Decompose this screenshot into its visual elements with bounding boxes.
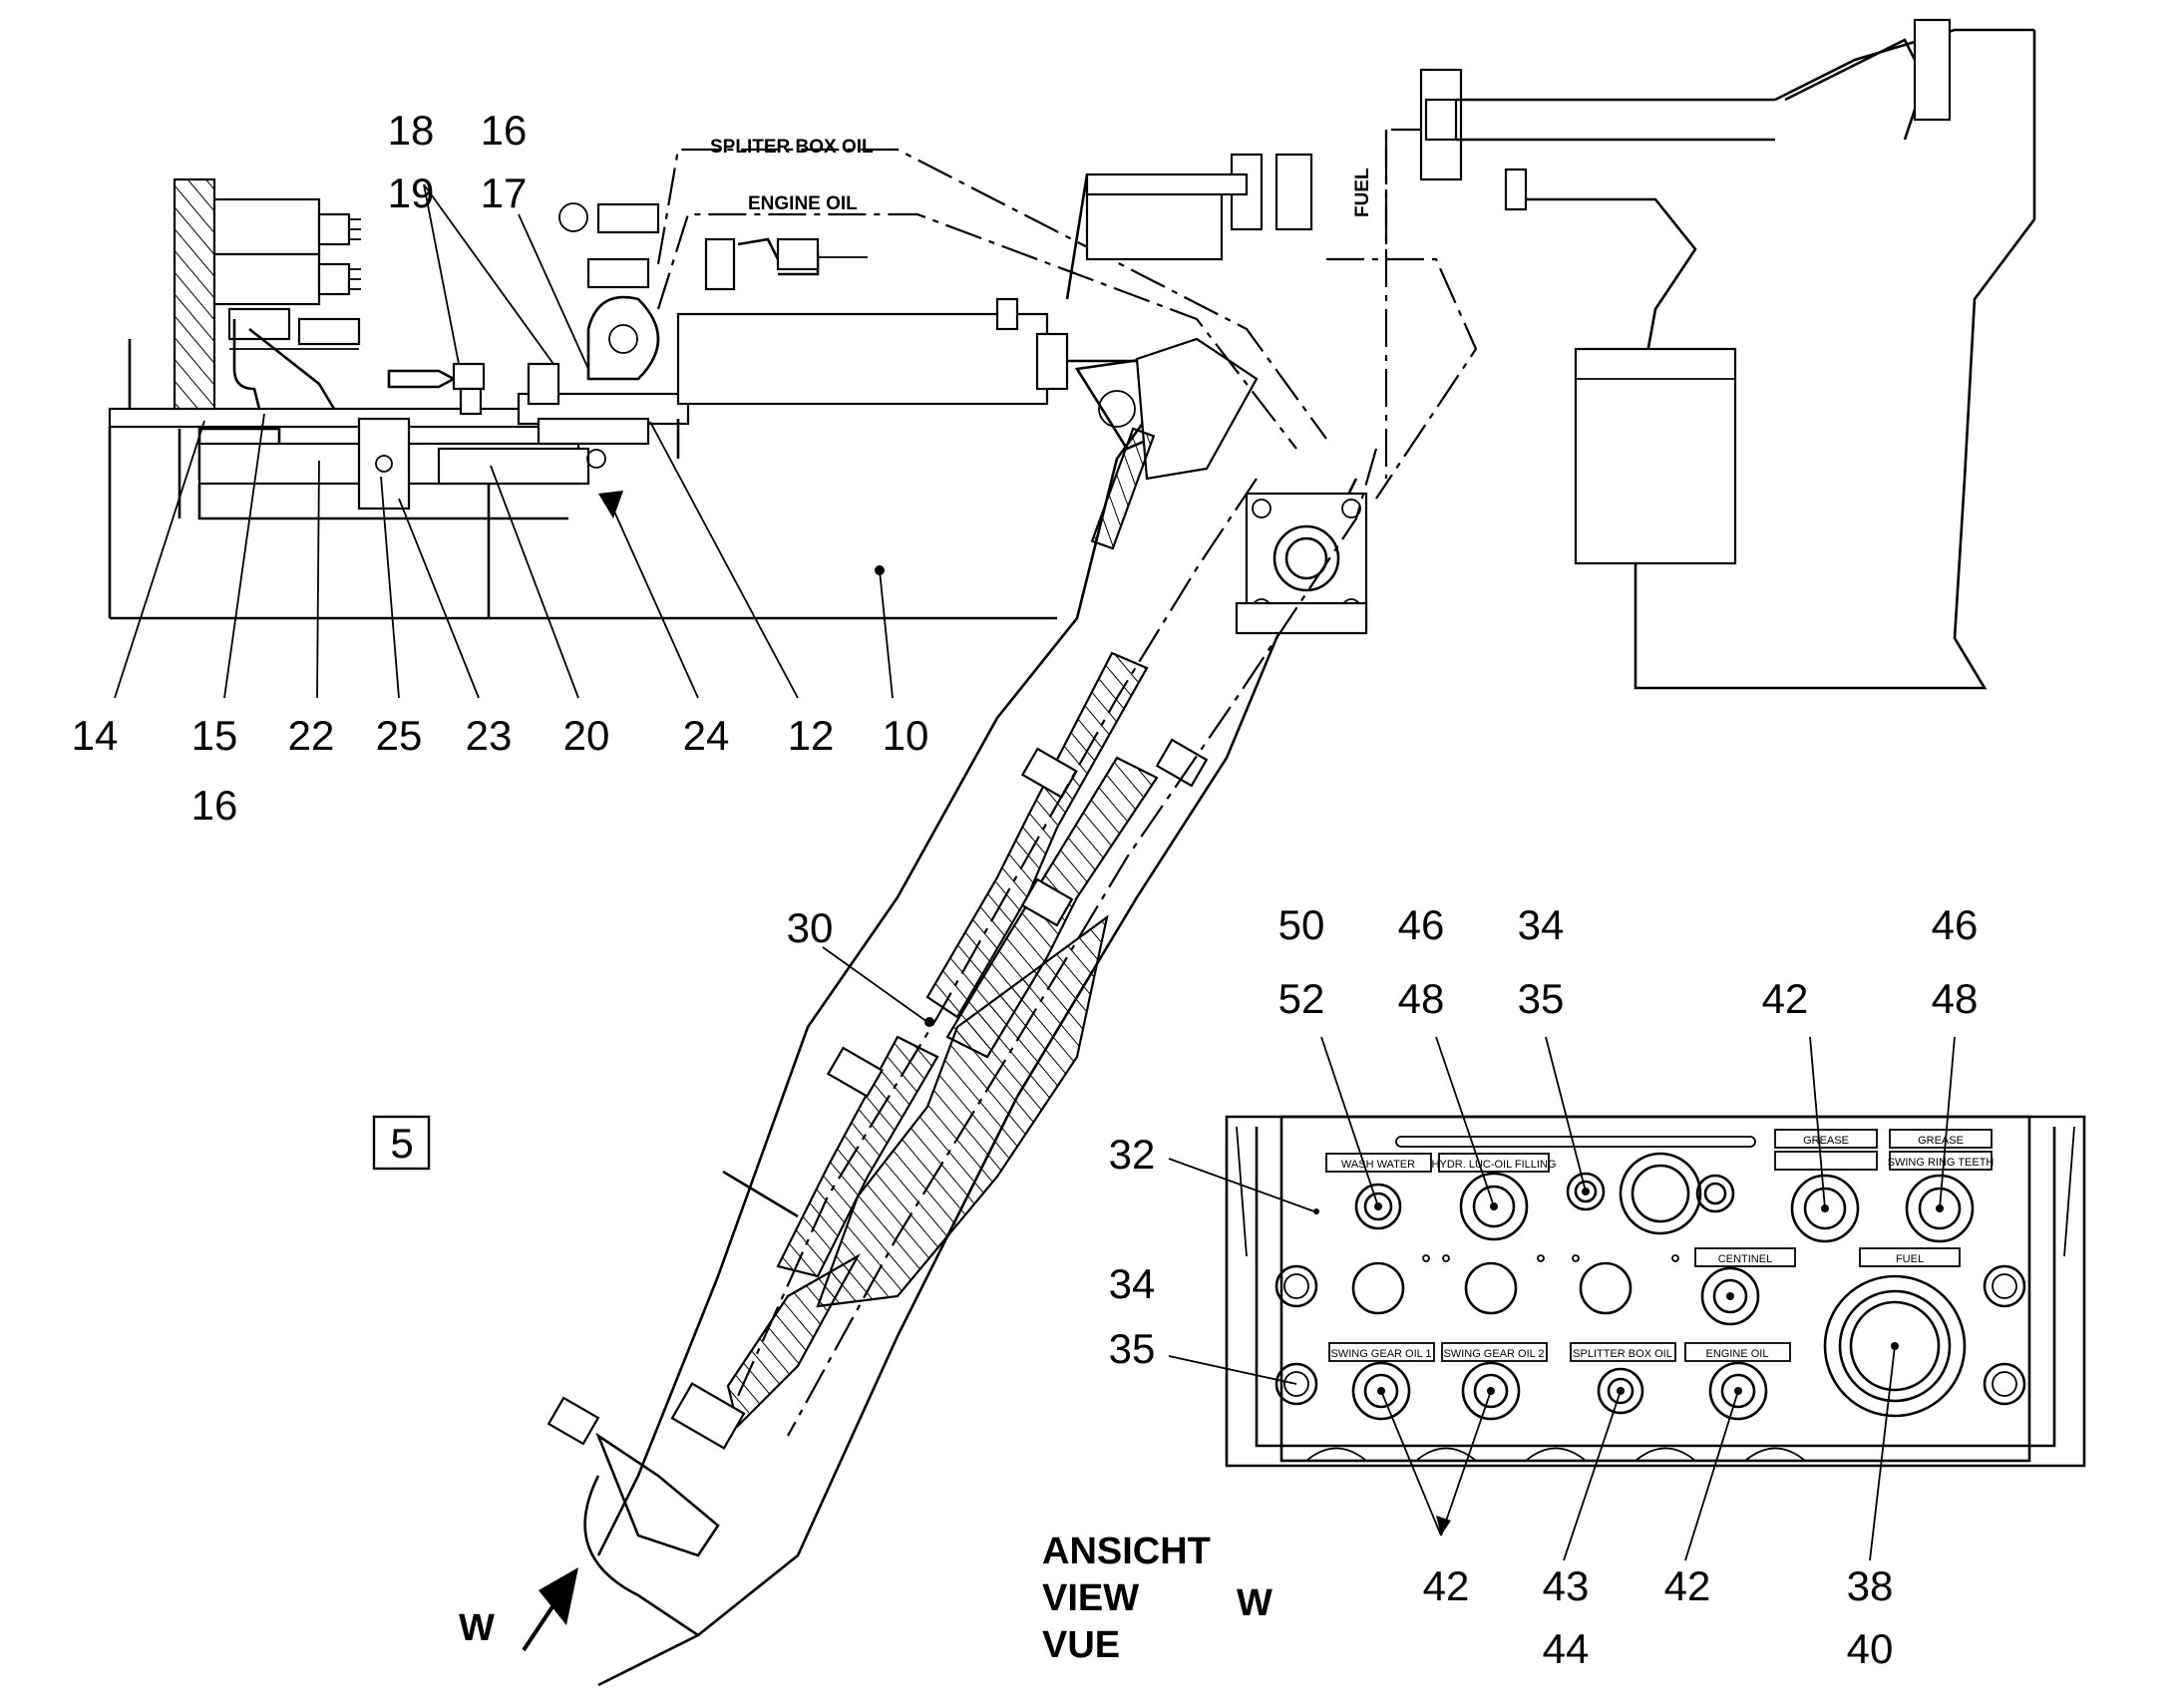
callout-34: 34 (1518, 901, 1565, 948)
callout-48-right: 48 (1932, 975, 1979, 1022)
caption-vue: VUE (1042, 1624, 1120, 1666)
tower-structure (1419, 18, 2036, 690)
label-wash-water: WASH WATER (1341, 1159, 1415, 1171)
callout-46: 46 (1398, 901, 1445, 948)
label-centinel: CENTINEL (1718, 1253, 1772, 1265)
callout-46-right: 46 (1932, 901, 1979, 948)
panel-label-texts: WASH WATER HYDR. LUC-OIL FILLING GREASE … (1330, 1135, 1994, 1360)
callout-10: 10 (883, 712, 929, 759)
callout-24: 24 (683, 712, 730, 759)
view-direction-arrow (522, 1567, 578, 1652)
callout-16-lower: 16 (191, 782, 238, 829)
callout-48: 48 (1398, 975, 1445, 1022)
hose-lines (656, 128, 1478, 1437)
callout-50: 50 (1278, 901, 1325, 948)
caption-view: VIEW (1042, 1577, 1139, 1619)
callout-5: 5 (390, 1120, 413, 1167)
callout-52: 52 (1278, 975, 1325, 1022)
callout-15: 15 (191, 712, 238, 759)
callout-17: 17 (481, 170, 528, 216)
cylinder-and-boom (546, 295, 1368, 1687)
callout-44: 44 (1543, 1625, 1590, 1672)
callout-23: 23 (466, 712, 513, 759)
label-engine-oil-plate: ENGINE OIL (1706, 1348, 1769, 1360)
label-hydraulic-oil-filling: HYDR. LUC-OIL FILLING (1432, 1159, 1557, 1171)
callout-19: 19 (388, 170, 435, 216)
callout-5-box (372, 1115, 431, 1171)
label-swing-gear-oil-1: SWING GEAR OIL 1 (1330, 1348, 1431, 1360)
label-grease-2: GREASE (1918, 1135, 1964, 1147)
callout-35: 35 (1518, 975, 1565, 1022)
service-panel-view-w (1225, 1115, 2086, 1468)
callout-43: 43 (1543, 1562, 1590, 1609)
callout-12: 12 (788, 712, 835, 759)
callout-42-bottom-right: 42 (1664, 1562, 1711, 1609)
arrow-letter-w: W (459, 1607, 495, 1649)
callout-34-left: 34 (1109, 1260, 1156, 1307)
label-fuel-plate: FUEL (1896, 1253, 1924, 1265)
label-swing-ring-teeth: SWING RING TEETH (1888, 1157, 1995, 1169)
label-swing-gear-oil-2: SWING GEAR OIL 2 (1443, 1348, 1544, 1360)
callout-40: 40 (1847, 1625, 1894, 1672)
caption-ansicht: ANSICHT (1042, 1531, 1211, 1572)
callout-32: 32 (1109, 1131, 1156, 1178)
callout-30: 30 (787, 904, 834, 951)
leader-lines (114, 183, 1956, 1561)
label-grease-1: GREASE (1803, 1135, 1849, 1147)
callout-16: 16 (481, 107, 528, 154)
label-spliter-box-oil: SPLITER BOX OIL (710, 137, 874, 158)
callout-38: 38 (1847, 1562, 1894, 1609)
callout-42-bottom-left: 42 (1423, 1562, 1470, 1609)
callout-35-left: 35 (1109, 1325, 1156, 1372)
view-caption: ANSICHT VIEW VUE W W (459, 1531, 1272, 1666)
valve-block-assembly (108, 177, 1057, 620)
callout-42-top: 42 (1762, 975, 1809, 1022)
label-splitter-box-oil: SPLITTER BOX OIL (1573, 1348, 1672, 1360)
label-fuel: FUEL (1352, 168, 1373, 217)
callout-22: 22 (288, 712, 335, 759)
hose-fittings (558, 153, 1313, 331)
callout-25: 25 (376, 712, 423, 759)
callout-14: 14 (72, 712, 119, 759)
caption-letter-w: W (1237, 1582, 1272, 1624)
callout-20: 20 (563, 712, 610, 759)
callout-18: 18 (388, 107, 435, 154)
label-engine-oil: ENGINE OIL (748, 193, 858, 214)
callout-numbers: 18 16 19 17 14 15 16 22 25 23 20 24 12 1… (72, 107, 1979, 1672)
